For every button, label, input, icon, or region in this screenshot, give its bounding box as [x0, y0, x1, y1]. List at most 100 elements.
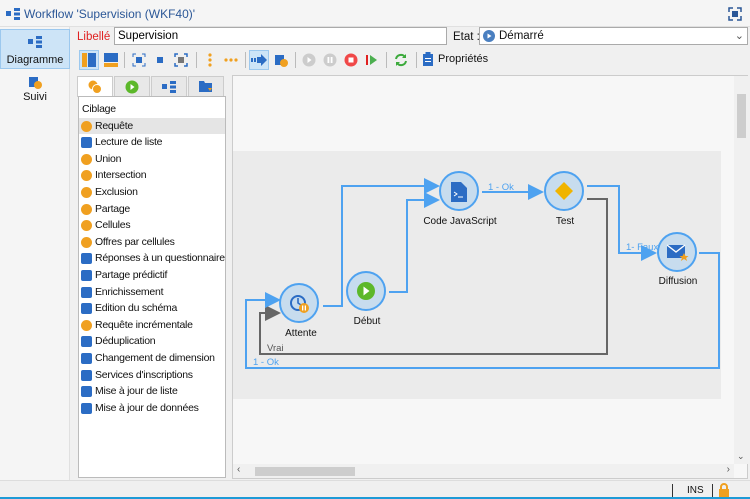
activity-icon: [81, 369, 92, 381]
transitions: [245, 178, 720, 369]
activity-icon: [81, 336, 92, 348]
list-item[interactable]: Déduplication: [79, 333, 225, 350]
square-icon: [157, 57, 163, 63]
nav-diagramme[interactable]: Diagramme: [0, 29, 70, 69]
zoom-fit-button[interactable]: [129, 50, 149, 70]
align-vertical-button[interactable]: [200, 50, 220, 70]
layout-horizontal-button[interactable]: [101, 50, 121, 70]
layout-vertical-button[interactable]: [79, 50, 99, 70]
list-item[interactable]: Partage: [79, 201, 225, 218]
list-item-label: Partage: [95, 202, 131, 215]
title-bar: Workflow 'Supervision (WKF40)': [0, 0, 750, 27]
vertical-scrollbar[interactable]: ⌄: [734, 76, 748, 464]
wait-icon: [290, 295, 309, 313]
list-item-label: Changement de dimension: [95, 351, 215, 364]
list-item[interactable]: Cellules: [79, 217, 225, 234]
monitoring-button[interactable]: [271, 50, 291, 70]
node-label: Diffusion: [658, 276, 698, 287]
scroll-right-icon[interactable]: ›: [726, 464, 730, 475]
list-item-label: Cellules: [95, 219, 131, 232]
diagram-canvas[interactable]: Attente Début Code JavaScript Test Diffu…: [232, 75, 748, 479]
node-label: Début: [353, 316, 381, 327]
list-item[interactable]: Changement de dimension: [79, 350, 225, 367]
play-icon: [357, 282, 375, 300]
scrollbar-thumb[interactable]: [255, 467, 355, 476]
unconditional-stop-button[interactable]: [362, 50, 382, 70]
list-item[interactable]: Offres par cellules: [79, 234, 225, 251]
list-item-label: Mise à jour de liste: [95, 385, 178, 398]
stop-button[interactable]: [341, 50, 361, 70]
scroll-down-icon[interactable]: ⌄: [737, 451, 745, 461]
script-icon: [451, 182, 467, 202]
list-item[interactable]: Réponses à un questionnaire: [79, 250, 225, 267]
activity-icon: [81, 352, 92, 364]
list-item-label: Lecture de liste: [95, 136, 163, 149]
list-item-label: Partage prédictif: [95, 268, 168, 281]
list-item[interactable]: Partage prédictif: [79, 267, 225, 284]
pause-button[interactable]: [320, 50, 340, 70]
properties-label: Propriétés: [438, 53, 489, 65]
tab-actions[interactable]: [151, 76, 187, 96]
zoom-normal-button[interactable]: [150, 50, 170, 70]
edge-debut-code: [389, 192, 440, 293]
list-item[interactable]: Requête incrémentale: [79, 317, 225, 334]
list-category: Ciblage: [82, 103, 116, 115]
dots-vertical-icon: [208, 53, 212, 67]
tab-flow-control[interactable]: [114, 76, 150, 96]
list-item-label: Intersection: [95, 169, 147, 182]
list-item-label: Union: [95, 152, 122, 165]
etat-select[interactable]: Démarré ⌄: [479, 27, 748, 45]
node-label: Attente: [285, 328, 317, 339]
scrollbar-thumb[interactable]: [737, 94, 746, 138]
activity-icon: [81, 303, 92, 315]
properties-button[interactable]: Propriétés: [422, 52, 488, 66]
refresh-button[interactable]: [391, 50, 411, 70]
list-item-label: Déduplication: [95, 335, 156, 348]
resume-button[interactable]: [299, 50, 319, 70]
edge-label: 1- Faux: [626, 242, 659, 253]
list-item-label: Requête incrémentale: [95, 318, 193, 331]
status-bar: INS: [0, 480, 750, 499]
zoom-extend-button[interactable]: [171, 50, 191, 70]
align-horizontal-button[interactable]: [221, 50, 241, 70]
node-code-javascript[interactable]: [439, 171, 479, 211]
scroll-left-icon[interactable]: ‹: [237, 464, 241, 475]
window-title: Workflow 'Supervision (WKF40)': [24, 7, 196, 21]
targeting-icon: [88, 80, 102, 94]
list-item[interactable]: Intersection: [79, 167, 225, 184]
edge-test-attente: [259, 198, 608, 355]
node-diffusion[interactable]: [657, 232, 697, 272]
arrow-right-icon: [251, 54, 267, 66]
maximize-icon[interactable]: [728, 7, 742, 21]
node-attente[interactable]: [279, 283, 319, 323]
step-icon: [366, 55, 377, 65]
chevron-down-icon[interactable]: ⌄: [734, 30, 744, 42]
edge-label: 1 - Ok: [488, 182, 514, 193]
nav-suivi[interactable]: Suivi: [0, 71, 70, 111]
list-item[interactable]: Exclusion: [79, 184, 225, 201]
activity-icon: [81, 286, 92, 298]
libelle-input[interactable]: [114, 27, 447, 45]
activity-icon: [81, 120, 92, 132]
refresh-icon: [395, 53, 407, 67]
list-item[interactable]: Mise à jour de liste: [79, 383, 225, 400]
node-test[interactable]: [544, 171, 584, 211]
edge-test-diffusion: [587, 185, 657, 261]
horizontal-scrollbar[interactable]: ‹ ›: [233, 464, 734, 478]
list-item[interactable]: Edition du schéma: [79, 300, 225, 317]
tab-events[interactable]: [188, 76, 224, 96]
nav-label: Diagramme: [6, 54, 64, 66]
list-item[interactable]: Services d'inscriptions: [79, 367, 225, 384]
stop-icon: [344, 53, 358, 67]
list-item[interactable]: Union: [79, 151, 225, 168]
list-item[interactable]: Mise à jour de données: [79, 400, 225, 417]
workflow-icon: [162, 80, 176, 93]
start-button[interactable]: [249, 50, 269, 70]
list-item[interactable]: Requête: [79, 117, 225, 135]
node-debut[interactable]: [346, 271, 386, 311]
list-item[interactable]: Enrichissement: [79, 284, 225, 301]
panel-left-icon: [82, 53, 96, 67]
tab-targeting[interactable]: [77, 76, 113, 97]
list-item[interactable]: Lecture de liste: [79, 134, 225, 151]
